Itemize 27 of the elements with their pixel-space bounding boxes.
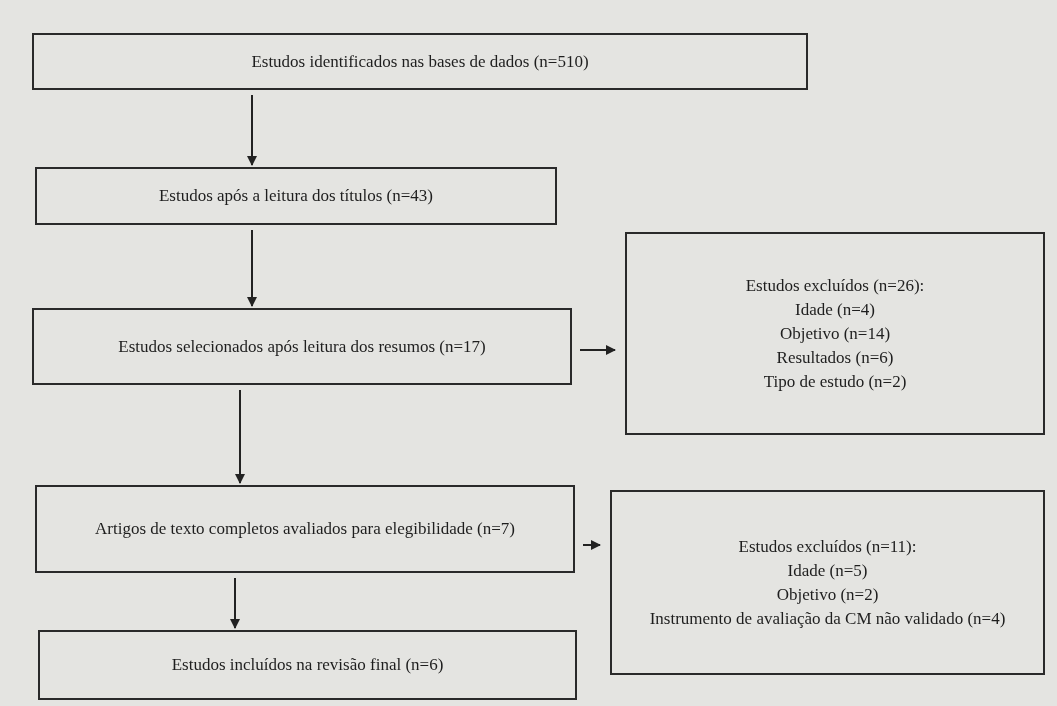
arrow [235, 389, 245, 484]
box-item-text: Idade (n=4) [795, 298, 875, 321]
arrow [247, 94, 257, 166]
box-text: Artigos de texto completos avaliados para elegibilidade (n=7) [95, 518, 515, 540]
process-box [38, 630, 577, 700]
arrow [579, 345, 616, 355]
arrow [247, 229, 257, 307]
process-box [35, 485, 575, 573]
box-item-text: Resultados (n=6) [776, 346, 894, 369]
box-text: Estudos após a leitura dos títulos (n=43) [159, 185, 433, 207]
process-box [625, 232, 1045, 435]
arrow [230, 577, 240, 629]
box-item-text: Idade (n=5) [787, 559, 868, 582]
box-text: Estudos identificados nas bases de dados (n=510) [251, 50, 589, 73]
process-box [610, 490, 1045, 675]
process-box [32, 308, 572, 385]
arrow [582, 540, 601, 550]
box-text: Estudos selecionados após leitura dos resumos (n=17) [118, 335, 486, 358]
box-text: Estudos excluídos (n=11): [738, 535, 917, 558]
box-item-text: Instrumento de avaliação da CM não validado (n=4) [649, 607, 1006, 630]
process-box [32, 33, 808, 90]
box-item-text: Objetivo (n=2) [776, 583, 879, 606]
box-item-text: Tipo de estudo (n=2) [763, 370, 907, 393]
box-item-text: Objetivo (n=14) [779, 322, 891, 345]
box-text: Estudos incluídos na revisão final (n=6) [171, 654, 444, 676]
process-box [35, 167, 557, 225]
box-text: Estudos excluídos (n=26): [745, 274, 925, 297]
